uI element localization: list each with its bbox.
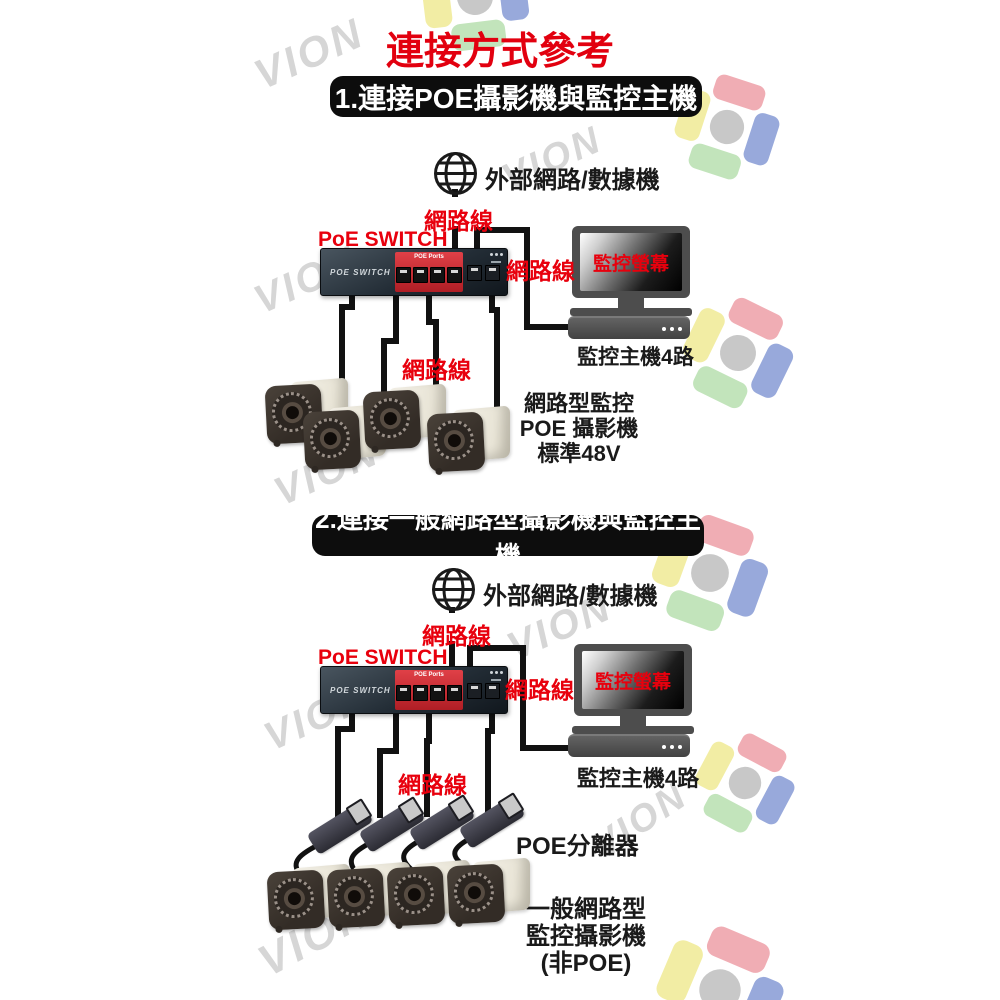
switch-faceplate-label: POE SWITCH bbox=[330, 268, 391, 277]
section2-camera-caption: 一般網路型 監控攝影機 (非POE) bbox=[500, 896, 672, 977]
switch-ports-panel-label: POE Ports bbox=[414, 672, 444, 678]
section2-cable-label-top: 網路線 bbox=[422, 623, 491, 649]
section2-header: 2.連接一般網路型攝影機與監控主機 bbox=[312, 504, 704, 571]
caption-line: 網路型監控 bbox=[523, 391, 634, 416]
switch-faceplate-label: POE SWITCH bbox=[330, 686, 391, 695]
caption-line: 監控攝影機 bbox=[526, 923, 646, 950]
internet-globe-icon bbox=[434, 152, 477, 195]
poe-switch-device: POE SWITCH POE Ports bbox=[320, 248, 508, 296]
rj45-port bbox=[413, 267, 428, 283]
network-cable bbox=[335, 710, 355, 820]
network-cable bbox=[485, 710, 495, 815]
section2-internet-label: 外部網路/數據機 bbox=[483, 583, 658, 610]
rj45-port bbox=[447, 267, 462, 283]
rj45-port bbox=[467, 683, 482, 699]
switch-led-strip bbox=[491, 679, 501, 681]
switch-uplink-ports bbox=[467, 683, 500, 699]
caption-line: POE 攝影機 bbox=[519, 416, 639, 441]
dvr-indicator-lights bbox=[662, 327, 682, 331]
switch-poe-ports-panel: POE Ports bbox=[395, 252, 463, 292]
monitor-screen: 監控螢幕 bbox=[580, 233, 682, 291]
rj45-port bbox=[396, 685, 411, 701]
rj45-port bbox=[485, 683, 500, 699]
network-cable bbox=[474, 227, 572, 330]
monitor-screen-label: 監控螢幕 bbox=[592, 253, 669, 275]
rj45-port bbox=[430, 267, 445, 283]
section1-poe-switch-title: PoE SWITCH bbox=[318, 228, 448, 251]
section2-cable-label-cameras: 網路線 bbox=[398, 772, 467, 798]
rj45-port bbox=[467, 265, 482, 281]
ip-camera bbox=[446, 857, 536, 930]
poe-switch-device: POE SWITCH POE Ports bbox=[320, 666, 508, 714]
section1-cable-label-top: 網路線 bbox=[424, 208, 493, 234]
monitor-screen: 監控螢幕 bbox=[582, 651, 684, 709]
dvr-device bbox=[568, 316, 690, 339]
section1-cable-label-monitor: 網路線 bbox=[506, 258, 575, 284]
rj45-port bbox=[485, 265, 500, 281]
internet-globe-icon bbox=[432, 568, 475, 611]
section2-dvr-label: 監控主機4路 bbox=[576, 766, 700, 791]
section1-header: 1.連接POE攝影機與監控主機 bbox=[330, 76, 702, 117]
section1-cable-label-cameras: 網路線 bbox=[402, 357, 471, 383]
poe-camera bbox=[426, 405, 516, 478]
monitor-stand-neck bbox=[618, 298, 644, 308]
caption-line: (非POE) bbox=[540, 950, 632, 977]
rj45-port bbox=[413, 685, 428, 701]
rj45-port bbox=[430, 685, 445, 701]
section2-poe-switch-title: PoE SWITCH bbox=[318, 646, 448, 669]
dvr-indicator-lights bbox=[662, 745, 682, 749]
section1-camera-caption: 網路型監控 POE 攝影機 標準48V bbox=[498, 391, 660, 466]
section1-header-label: 1.連接POE攝影機與監控主機 bbox=[334, 82, 698, 114]
switch-led-strip bbox=[491, 261, 501, 263]
network-cable bbox=[426, 292, 439, 394]
monitor-stand-base bbox=[570, 308, 692, 316]
section2-cable-label-monitor: 網路線 bbox=[505, 677, 574, 703]
section1-dvr-label: 監控主機4路 bbox=[577, 346, 694, 369]
caption-line: 一般網路型 bbox=[526, 896, 646, 923]
monitor-screen-label: 監控螢幕 bbox=[594, 671, 671, 693]
dvr-device bbox=[568, 734, 690, 757]
switch-uplink-ports bbox=[467, 265, 500, 281]
section1-internet-label: 外部網路/數據機 bbox=[485, 167, 660, 194]
section2-header-label: 2.連接一般網路型攝影機與監控主機 bbox=[315, 503, 701, 571]
switch-ports-panel-label: POE Ports bbox=[414, 254, 444, 260]
network-cable bbox=[381, 292, 399, 414]
rj45-port bbox=[447, 685, 462, 701]
caption-line: 標準48V bbox=[537, 441, 621, 466]
section2-splitter-label: POE分離器 bbox=[516, 833, 639, 860]
rj45-port bbox=[396, 267, 411, 283]
switch-indicator-marks bbox=[490, 253, 503, 256]
monitor-stand-neck bbox=[620, 716, 646, 726]
network-cable bbox=[339, 292, 355, 386]
switch-indicator-marks bbox=[490, 671, 503, 674]
network-cable bbox=[489, 292, 500, 415]
network-cable bbox=[377, 710, 399, 818]
monitor-stand-base bbox=[572, 726, 694, 734]
network-cable bbox=[467, 645, 572, 751]
page-title: 連接方式參考 bbox=[385, 31, 614, 73]
network-cable bbox=[424, 710, 432, 817]
switch-poe-ports-panel: POE Ports bbox=[395, 670, 463, 710]
